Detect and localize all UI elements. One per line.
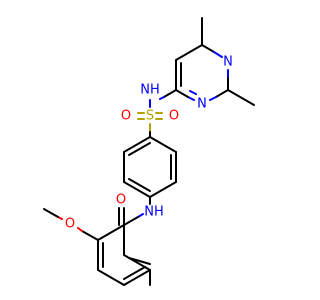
bond-c2-n3-a: [215, 89, 229, 98]
bond-c6-n1-a: [201, 44, 215, 53]
pyrimidine-ring: [175, 17, 255, 106]
bond-n3-c4-b: [175, 89, 189, 98]
methoxy-benzene-ring: [97, 224, 151, 286]
bond-n3-c4-double: [189, 90, 197, 95]
bond-b6: [123, 136, 151, 153]
bond-c6-n1-b: [213, 51, 223, 58]
bond-ring-ome-b: [77, 227, 83, 232]
bond-methyl-right: [227, 89, 255, 106]
bond-c4-nh-b: [159, 96, 165, 100]
bond-ring-ome-a: [81, 230, 99, 241]
bond-l4: [97, 269, 125, 286]
bond-l3b: [123, 269, 151, 286]
nh-top-label: NH: [140, 83, 160, 98]
bond-ome-ch3-b: [43, 208, 59, 218]
bond-c2-n3-b: [209, 96, 217, 101]
methoxy-o-label: O: [65, 217, 75, 232]
bond-b1: [149, 136, 177, 153]
bond-b3: [149, 181, 177, 198]
carbonyl-o-label: O: [116, 193, 126, 208]
bond-nh-co-b: [123, 216, 139, 226]
central-benzene-ring: [123, 136, 177, 198]
sulfur-label: S: [146, 109, 154, 124]
bond-b4-double: [128, 178, 151, 192]
nh-amide-label: NH: [144, 205, 164, 220]
bond-c4-nh-a: [163, 89, 177, 98]
molecule-diagram: N N NH S O O NH O: [43, 17, 255, 286]
bond-l6: [97, 224, 125, 241]
bond-n3-c4-a: [187, 96, 195, 101]
sulfonyl-o-right-label: O: [169, 109, 179, 124]
pyrimidine-n3-label: N: [197, 97, 207, 112]
sulfonyl-o-left-label: O: [121, 109, 131, 124]
bond-l2-double: [128, 257, 151, 265]
bond-b6-double: [128, 142, 151, 156]
bond-c5-c6: [175, 44, 203, 61]
bond-b4: [123, 181, 151, 198]
bond-l3b-double: [123, 266, 146, 280]
pyrimidine-n1-label: N: [223, 55, 233, 70]
